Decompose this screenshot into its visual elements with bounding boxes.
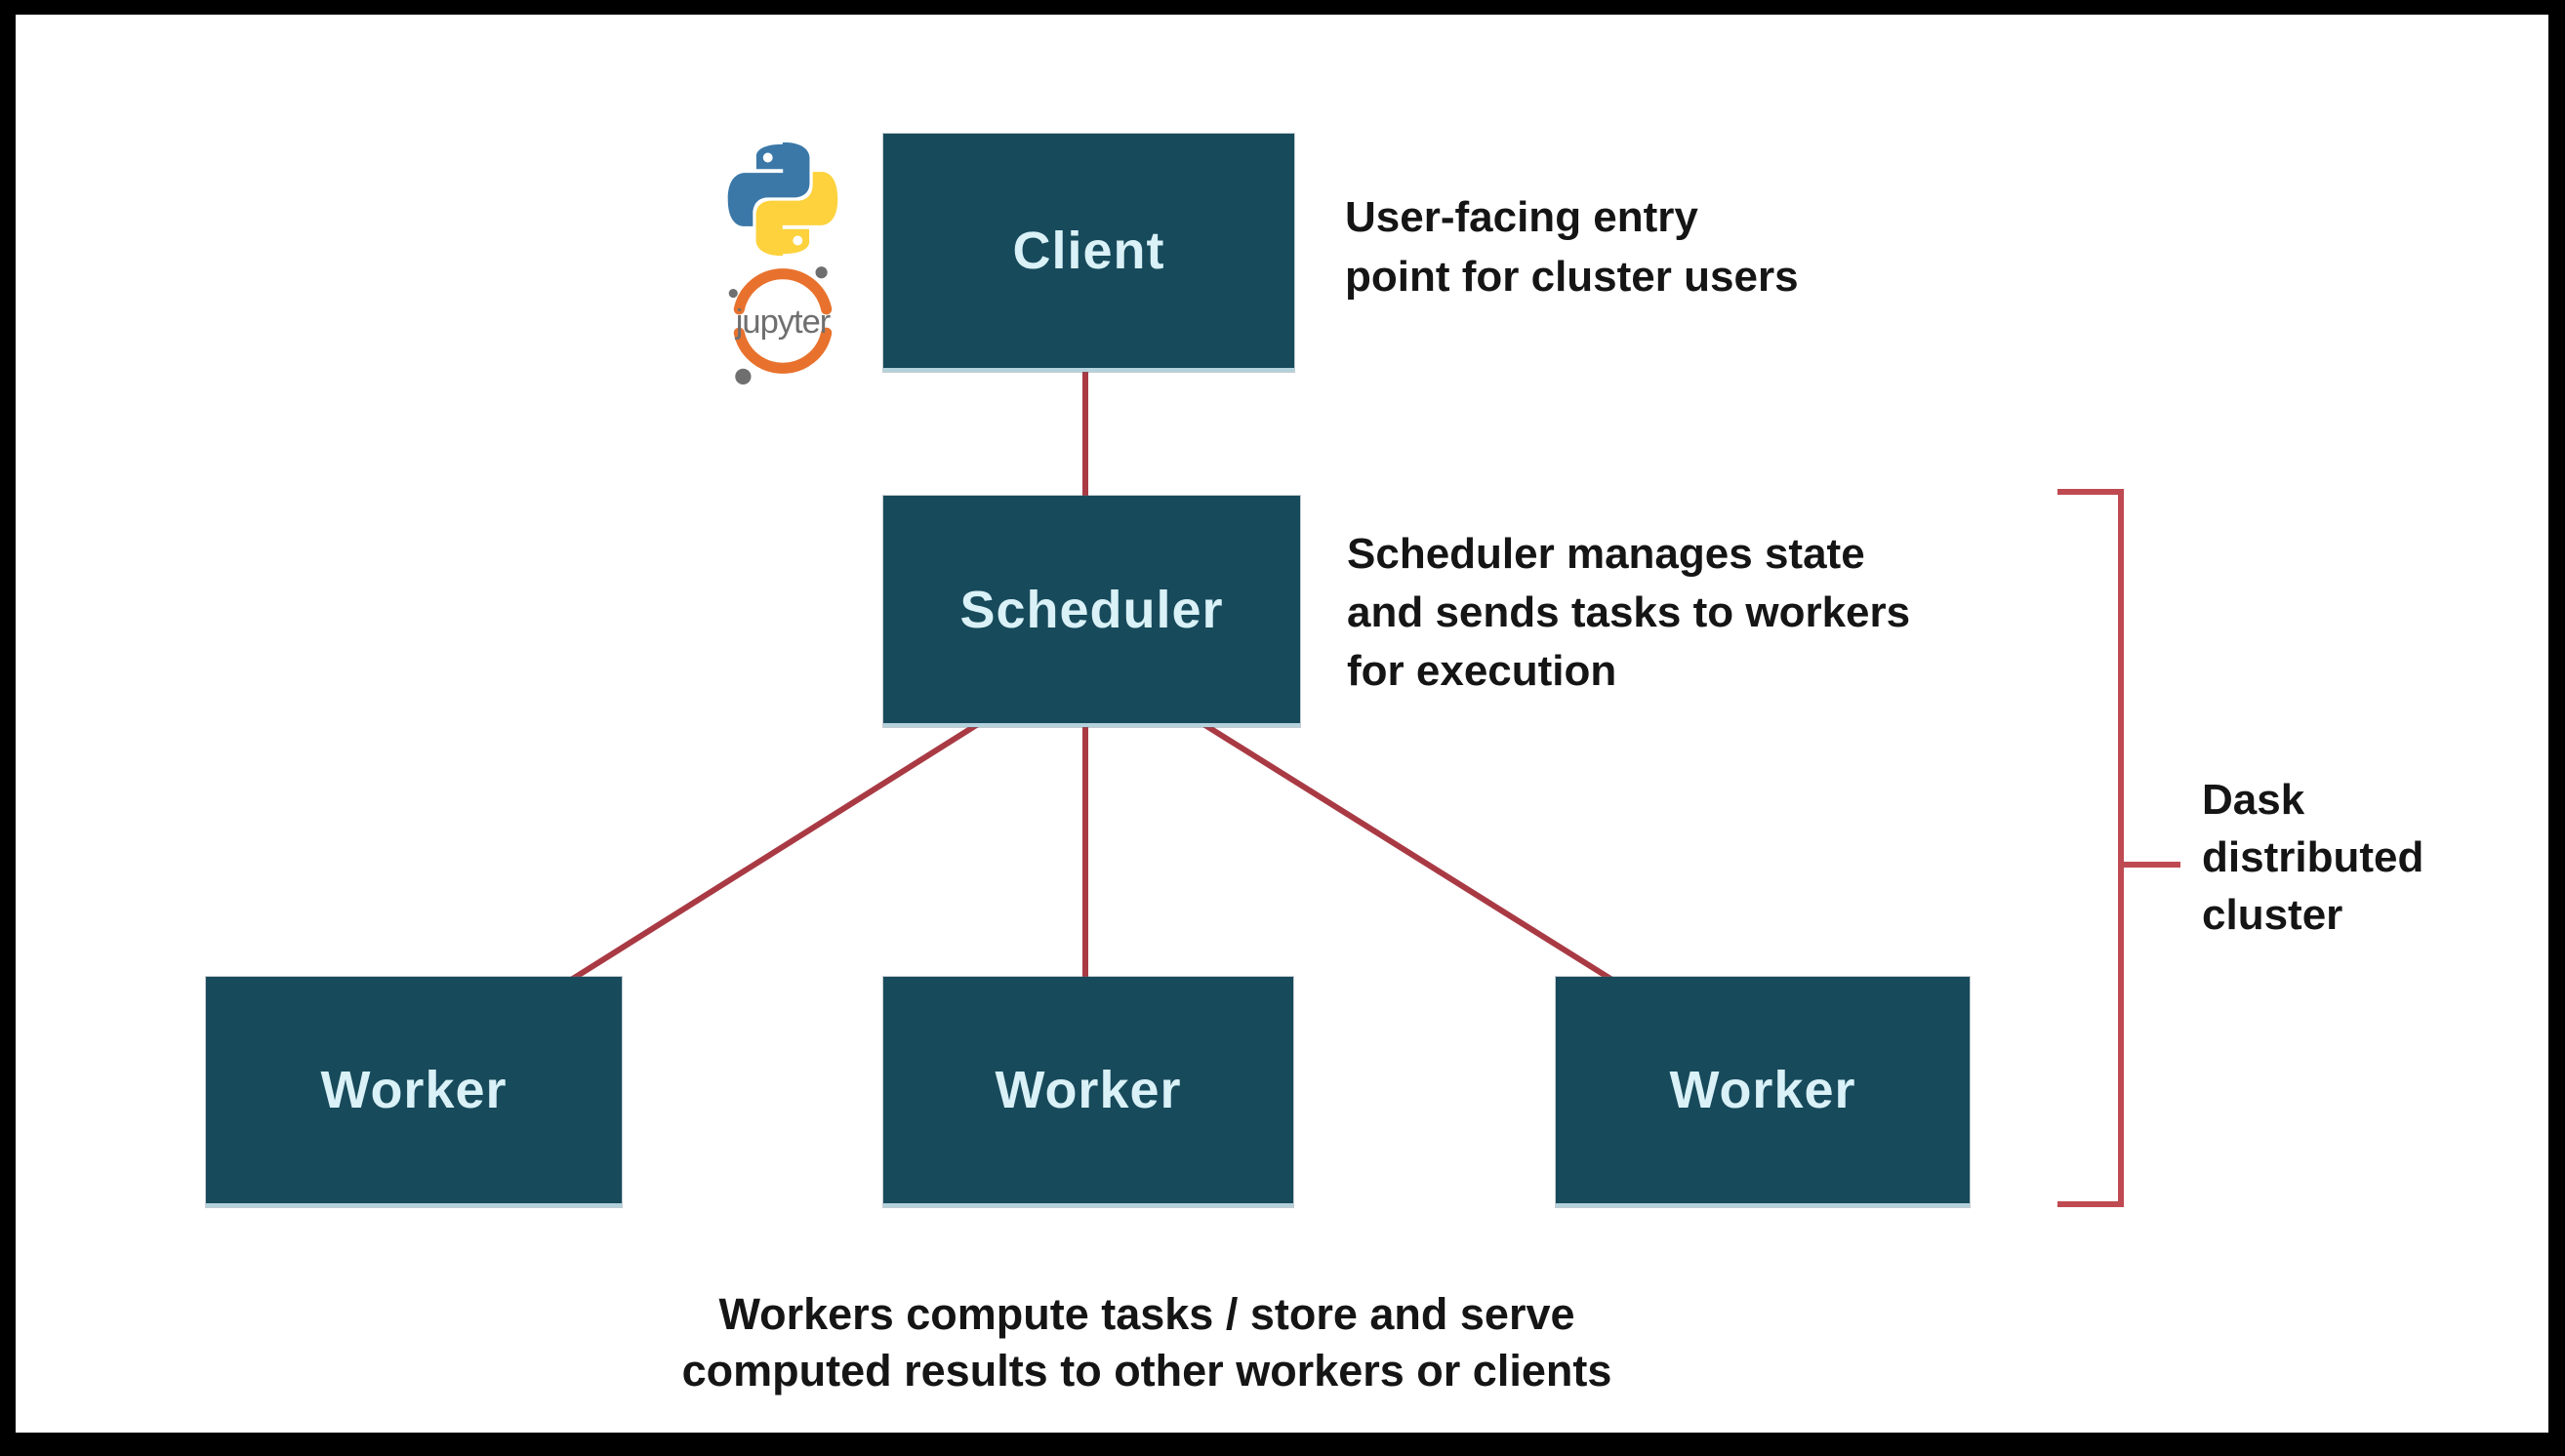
node-client-label: Client	[1012, 222, 1165, 280]
scheduler-annotation-line-3: for execution	[1347, 647, 1617, 695]
client-annotation-line-1: User-facing entry	[1345, 193, 1698, 241]
jupyter-icon-bottom-arc	[733, 327, 833, 374]
cluster-bracket-label-line-1: Dask	[2202, 776, 2305, 824]
python-icon-yellow-snake	[755, 172, 838, 256]
node-worker-3-label: Worker	[1669, 1061, 1856, 1119]
scheduler-annotation-line-1: Scheduler manages state	[1347, 530, 1865, 578]
client-annotation: User-facing entry point for cluster user…	[1345, 187, 1799, 306]
cluster-bracket-label-line-3: cluster	[2202, 891, 2343, 939]
node-worker-2: Worker	[883, 977, 1293, 1207]
node-scheduler: Scheduler	[883, 496, 1300, 727]
node-worker-1: Worker	[206, 977, 622, 1207]
jupyter-icon-top-arc	[733, 268, 833, 315]
jupyter-icon-moon-left	[728, 288, 738, 299]
workers-caption-line-1: Workers compute tasks / store and serve	[718, 1289, 1575, 1339]
node-scheduler-label: Scheduler	[959, 580, 1224, 639]
node-worker-2-label: Worker	[995, 1061, 1182, 1119]
client-annotation-line-2: point for cluster users	[1345, 253, 1799, 301]
workers-caption: Workers compute tasks / store and serve …	[390, 1286, 1903, 1399]
scheduler-annotation: Scheduler manages state and sends tasks …	[1347, 525, 1910, 701]
cluster-bracket-vertical	[2118, 489, 2124, 1207]
jupyter-icon-moon-top-right	[815, 266, 828, 279]
node-client: Client	[883, 134, 1294, 372]
python-icon-blue-eye	[762, 152, 773, 163]
cluster-bracket-label-line-2: distributed	[2202, 833, 2424, 881]
node-worker-1-label: Worker	[320, 1061, 508, 1119]
python-icon-blue-snake	[727, 142, 810, 226]
jupyter-icon: jupyter	[728, 266, 833, 384]
jupyter-icon-moon-bottom-left	[735, 368, 752, 384]
cluster-bracket-label: Dask distributed cluster	[2202, 771, 2423, 944]
connector-scheduler-worker-1	[566, 721, 980, 985]
cluster-bracket-arm-top	[2057, 489, 2124, 495]
scheduler-annotation-line-2: and sends tasks to workers	[1347, 588, 1911, 636]
jupyter-icon-wordmark: jupyter	[735, 303, 831, 341]
python-icon	[727, 142, 838, 256]
python-icon-yellow-eye	[793, 235, 803, 246]
node-worker-3: Worker	[1556, 977, 1970, 1207]
connector-scheduler-worker-3	[1201, 721, 1617, 985]
workers-caption-line-2: computed results to other workers or cli…	[681, 1346, 1612, 1395]
cluster-bracket-arm-bottom	[2057, 1201, 2124, 1207]
cluster-bracket-mid-tick	[2124, 862, 2180, 868]
